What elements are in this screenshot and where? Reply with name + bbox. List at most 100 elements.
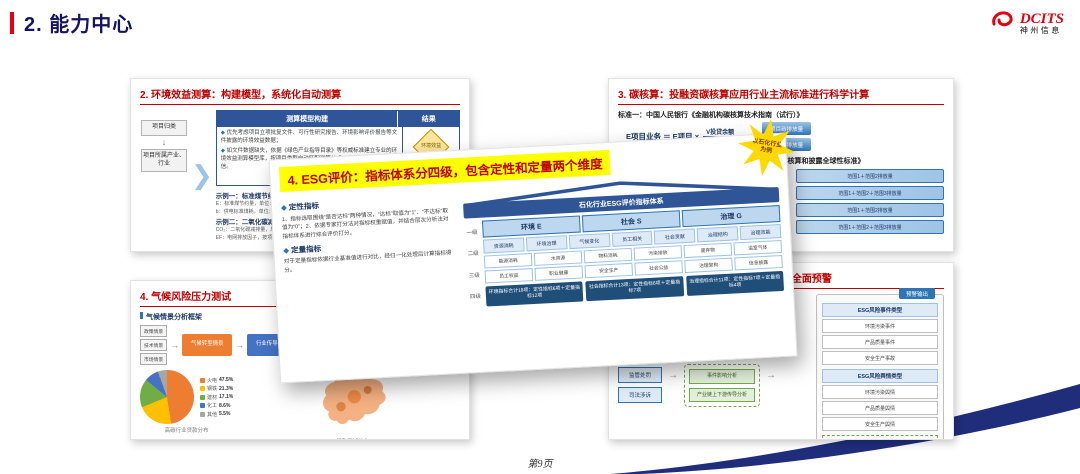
esg-indicator-table: 石化行业ESG评价指标体系 一级 二级 三级 四级 环境 E 社会 S 治理 G… — [462, 173, 785, 308]
loan-industry-pie — [140, 370, 194, 424]
esg-l4-summary: 环境指标合计18项：定性指标6项＋定量指标12项 — [485, 281, 584, 307]
china-map — [322, 374, 386, 425]
company-logo: DCITS 神州信息 — [989, 8, 1064, 39]
warning-item: 安全生产事故 — [822, 351, 938, 365]
legend-item: 化工 8.6% — [200, 402, 233, 409]
esg-l3-cell: 治理架构 — [684, 257, 733, 274]
map-caption: 贷款区域分布 — [245, 437, 460, 439]
esg-dimension-notes: 定性指标 1、指标选取围绕“是否达标”两种情况，“达标”取值为“1”、“不达标”… — [281, 190, 457, 317]
legend-percent: 17.1% — [219, 394, 234, 400]
esg-l3-cell: 温室气体 — [733, 239, 783, 256]
legend-label: 火电 — [207, 377, 218, 384]
esg-l3-cell: 废弃物 — [683, 242, 733, 259]
legend-swatch — [200, 403, 205, 408]
carbon-output-box: 项目碳排放量 — [762, 122, 812, 135]
legend-label: 化工 — [207, 403, 218, 409]
esg-l2-cell: 员工相关 — [611, 230, 653, 247]
card-carbon-title: 3. 碳核算：投融资碳核算应用行业主流标准进行科学计算 — [618, 86, 944, 105]
esg-l4-summary: 社会指标合计13项：定性指标6项＋定量指标7项 — [585, 276, 684, 302]
supply-chain-warning-box: 供应链关联企业预警 — [822, 435, 938, 439]
page-number: 第9页 — [527, 459, 553, 470]
esg-l2-cell: 环境治理 — [525, 235, 568, 252]
esg-l3-cell: 能源消耗 — [483, 253, 533, 269]
legend-item: 钢铁 21.3% — [200, 385, 233, 392]
tier-label: 四级 — [469, 294, 482, 301]
pie-legend: 火电 47.5% 钢铁 21.3% 建材 17.1% — [200, 377, 233, 418]
scope-box: 范围1＋范围2排放量 — [796, 203, 944, 217]
scope-box: 范围1＋范围2排放量 — [796, 169, 944, 183]
flow-step: 气候转型情景 — [182, 334, 233, 356]
esg-l2-cell: 治理效能 — [739, 223, 782, 241]
legend-swatch — [200, 394, 205, 400]
card-esg-evaluation: 4. ESG评价：指标体系分四级，包含定性和定量两个维度 以石化行业为例 定性指… — [268, 133, 797, 384]
flow-input: 技术情景 — [140, 339, 168, 351]
esg-l2-cell: 气候变化 — [568, 232, 611, 250]
arrow-right-icon: → — [235, 340, 245, 350]
corner-swoosh-decoration — [610, 384, 1080, 474]
legend-item: 其他 5.5% — [200, 411, 233, 418]
logo-company: 神州信息 — [1019, 26, 1062, 36]
rail-box-bottom: 项目所属产业、行业 — [141, 148, 187, 173]
esg-l3-cell: 安全生产 — [584, 262, 634, 279]
scope-box: 范围1＋范围2＋范围3排放量 — [796, 220, 944, 234]
legend-percent: 21.3% — [219, 385, 234, 392]
flow-input: 市场情景 — [140, 353, 168, 365]
pie-caption: 高碳行业贷款分布 — [164, 428, 209, 434]
legend-label: 钢铁 — [207, 386, 218, 392]
tier-rail: 一级 二级 三级 四级 — [464, 221, 483, 308]
arrow-right-icon: → — [766, 369, 776, 381]
esg-l3-cell: 职业健康 — [534, 265, 584, 281]
legend-label: 建材 — [207, 394, 218, 401]
card-env-title: 2. 环境效益测算：构建模型，系统化自动测算 — [140, 86, 460, 105]
industry-example-badge-label: 以石化行业为例 — [751, 137, 783, 155]
scope-box-list: 范围1＋范围2排放量 范围1＋范围2＋范围3排放量 范围1＋范围2排放量 范围1… — [796, 168, 944, 234]
esg-l3-cell: 物料消耗 — [583, 247, 633, 264]
esg-l3-cell: 社会公益 — [634, 260, 683, 276]
logo-brand: DCITS — [1019, 10, 1064, 27]
warning-item: 安全生产舆情 — [822, 417, 938, 431]
esg-l3-cell: 污染排放 — [633, 245, 683, 261]
framework-subtitle: 气候情景分析框架 — [140, 312, 460, 322]
legend-label: 其他 — [207, 411, 218, 418]
formula-prefix: E项目业务 ＝ E项目 × — [626, 132, 700, 141]
warning-item: 环境污染事件 — [822, 319, 938, 333]
analysis-box: 事件影响分析 — [689, 369, 755, 384]
analysis-container: 事件影响分析 产业链上下游传导分析 — [684, 364, 760, 408]
tier-label: 二级 — [467, 251, 479, 258]
warning-item: 产品质量事件 — [822, 335, 938, 349]
result-diamond-label: 环境效益 — [421, 143, 442, 150]
legend-percent: 8.6% — [219, 402, 231, 409]
esg-l3-cell: 信息披露 — [734, 254, 783, 271]
warning-group-header: ESG风险事件类型 — [822, 303, 938, 317]
table-header-model: 测算模型构建 — [217, 111, 399, 127]
esg-l2-cell: 社会贡献 — [654, 228, 696, 245]
arrow-right-icon: → — [170, 340, 180, 350]
warning-item: 产品质量舆情 — [822, 401, 938, 415]
flow-input: 政策情景 — [140, 325, 168, 337]
warning-output-panel: 预警输出 ESG风险事件类型 环境污染事件 产品质量事件 安全生产事故 ESG风… — [816, 288, 944, 439]
project-classification-rail: 项目归类 ↓ 项目所属产业、行业 — [140, 110, 188, 242]
tier-label: 一级 — [466, 229, 478, 237]
arrow-right-icon: → — [668, 369, 678, 381]
loan-region-map: 贷款区域分布 — [245, 370, 460, 439]
chevron-right-icon: ❯ — [191, 160, 213, 191]
title-accent-bar — [10, 12, 14, 34]
tier-label: 三级 — [468, 272, 481, 280]
warning-group-header: ESG风险舆情类型 — [822, 369, 938, 383]
warning-item: 环境污染舆情 — [822, 385, 938, 399]
roof-shape — [467, 181, 775, 206]
legend-item: 建材 17.1% — [200, 394, 233, 401]
table-header-result: 结果 — [421, 116, 436, 123]
model-bullet: 优先考虑项目立项批复文件、可行性研究报告、环境影响评价报告等文件披露的环境效益数… — [221, 130, 399, 146]
warning-group: ESG风险事件类型 环境污染事件 产品质量事件 安全生产事故 — [822, 303, 938, 365]
standard1-label: 标准一：中国人民银行《金融机构碳核算技术指南（试行）》 — [618, 112, 804, 119]
warning-source: 监管处罚 — [618, 367, 662, 383]
esg-l2-cell: 资源消耗 — [482, 237, 525, 254]
down-arrow-icon: ↓ — [161, 136, 167, 147]
panel-tab: 预警输出 — [898, 288, 935, 299]
esg-l2-cell: 治理结构 — [696, 226, 739, 243]
flow-input-stack: 政策情景 技术情景 市场情景 — [140, 325, 168, 365]
legend-swatch — [200, 411, 205, 417]
legend-swatch — [200, 377, 205, 383]
legend-swatch — [200, 386, 205, 391]
